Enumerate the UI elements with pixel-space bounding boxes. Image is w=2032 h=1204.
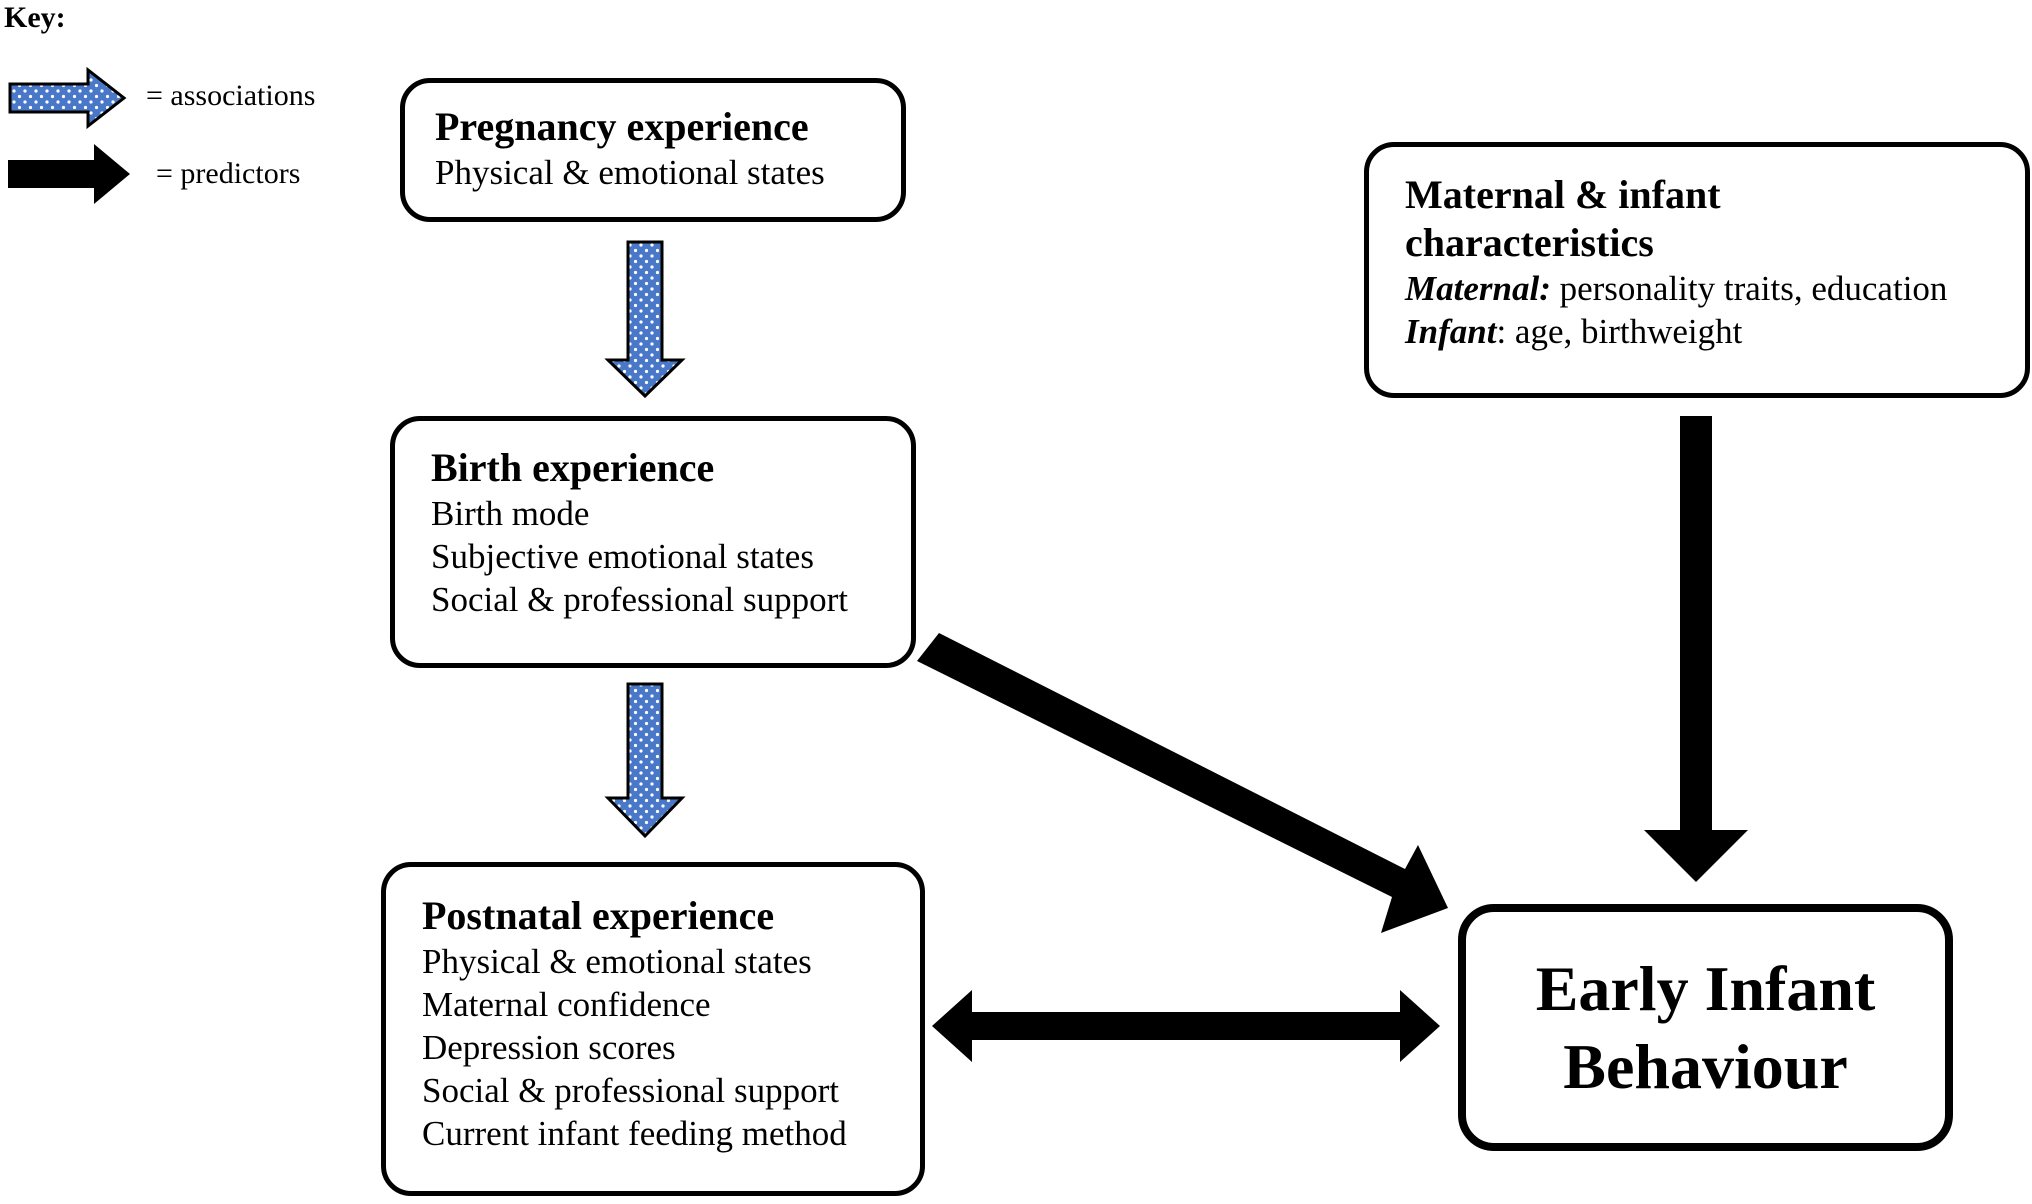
pregnancy-line: Physical & emotional states bbox=[435, 153, 825, 192]
key-predictors-label: = predictors bbox=[156, 157, 301, 190]
birth-to-outcome-arrow-icon bbox=[917, 633, 1448, 933]
maternal-to-outcome-arrow-icon bbox=[1644, 416, 1748, 882]
infant-label: Infant bbox=[1405, 312, 1497, 351]
birth-line: Birth mode bbox=[431, 494, 590, 533]
outcome-line1: Early Infant bbox=[1535, 952, 1876, 1024]
maternal-infant-characteristics-box: Maternal & infant characteristics Matern… bbox=[1364, 142, 2030, 398]
postnatal-line: Social & professional support bbox=[422, 1071, 840, 1110]
postnatal-line: Physical & emotional states bbox=[422, 942, 812, 981]
birth-line: Social & professional support bbox=[431, 580, 849, 619]
postnatal-heading: Postnatal experience bbox=[422, 893, 775, 938]
postnatal-experience-box: Postnatal experience Physical & emotiona… bbox=[381, 862, 925, 1196]
maternal-heading-line1: Maternal & infant bbox=[1405, 172, 1721, 217]
birth-heading: Birth experience bbox=[431, 445, 715, 490]
birth-to-postnatal-arrow-icon bbox=[604, 682, 686, 839]
pregnancy-experience-box: Pregnancy experience Physical & emotiona… bbox=[400, 78, 906, 222]
pregnancy-heading: Pregnancy experience bbox=[435, 104, 809, 149]
postnatal-line: Maternal confidence bbox=[422, 985, 711, 1024]
postnatal-outcome-double-arrow-icon bbox=[932, 990, 1440, 1062]
infant-text: : age, birthweight bbox=[1496, 312, 1743, 351]
key-predictor-arrow-icon bbox=[8, 144, 130, 204]
key-associations-label: = associations bbox=[146, 79, 316, 112]
infant-traits-line: Infant: age, birthweight bbox=[1405, 310, 2025, 353]
key-association-arrow-icon bbox=[8, 66, 127, 130]
early-infant-behaviour-box: Early Infant Behaviour bbox=[1458, 904, 1953, 1151]
birth-line: Subjective emotional states bbox=[431, 537, 814, 576]
postnatal-line: Current infant feeding method bbox=[422, 1114, 847, 1153]
postnatal-line: Depression scores bbox=[422, 1028, 676, 1067]
key-title: Key: bbox=[4, 1, 66, 34]
maternal-text: personality traits, education bbox=[1550, 269, 1948, 308]
maternal-heading-line2: characteristics bbox=[1405, 220, 1654, 265]
outcome-line2: Behaviour bbox=[1563, 1030, 1848, 1102]
maternal-traits-line: Maternal: personality traits, education bbox=[1405, 267, 2025, 310]
maternal-label: Maternal: bbox=[1405, 269, 1551, 308]
pregnancy-to-birth-arrow-icon bbox=[604, 240, 686, 399]
birth-experience-box: Birth experience Birth mode Subjective e… bbox=[390, 416, 916, 668]
